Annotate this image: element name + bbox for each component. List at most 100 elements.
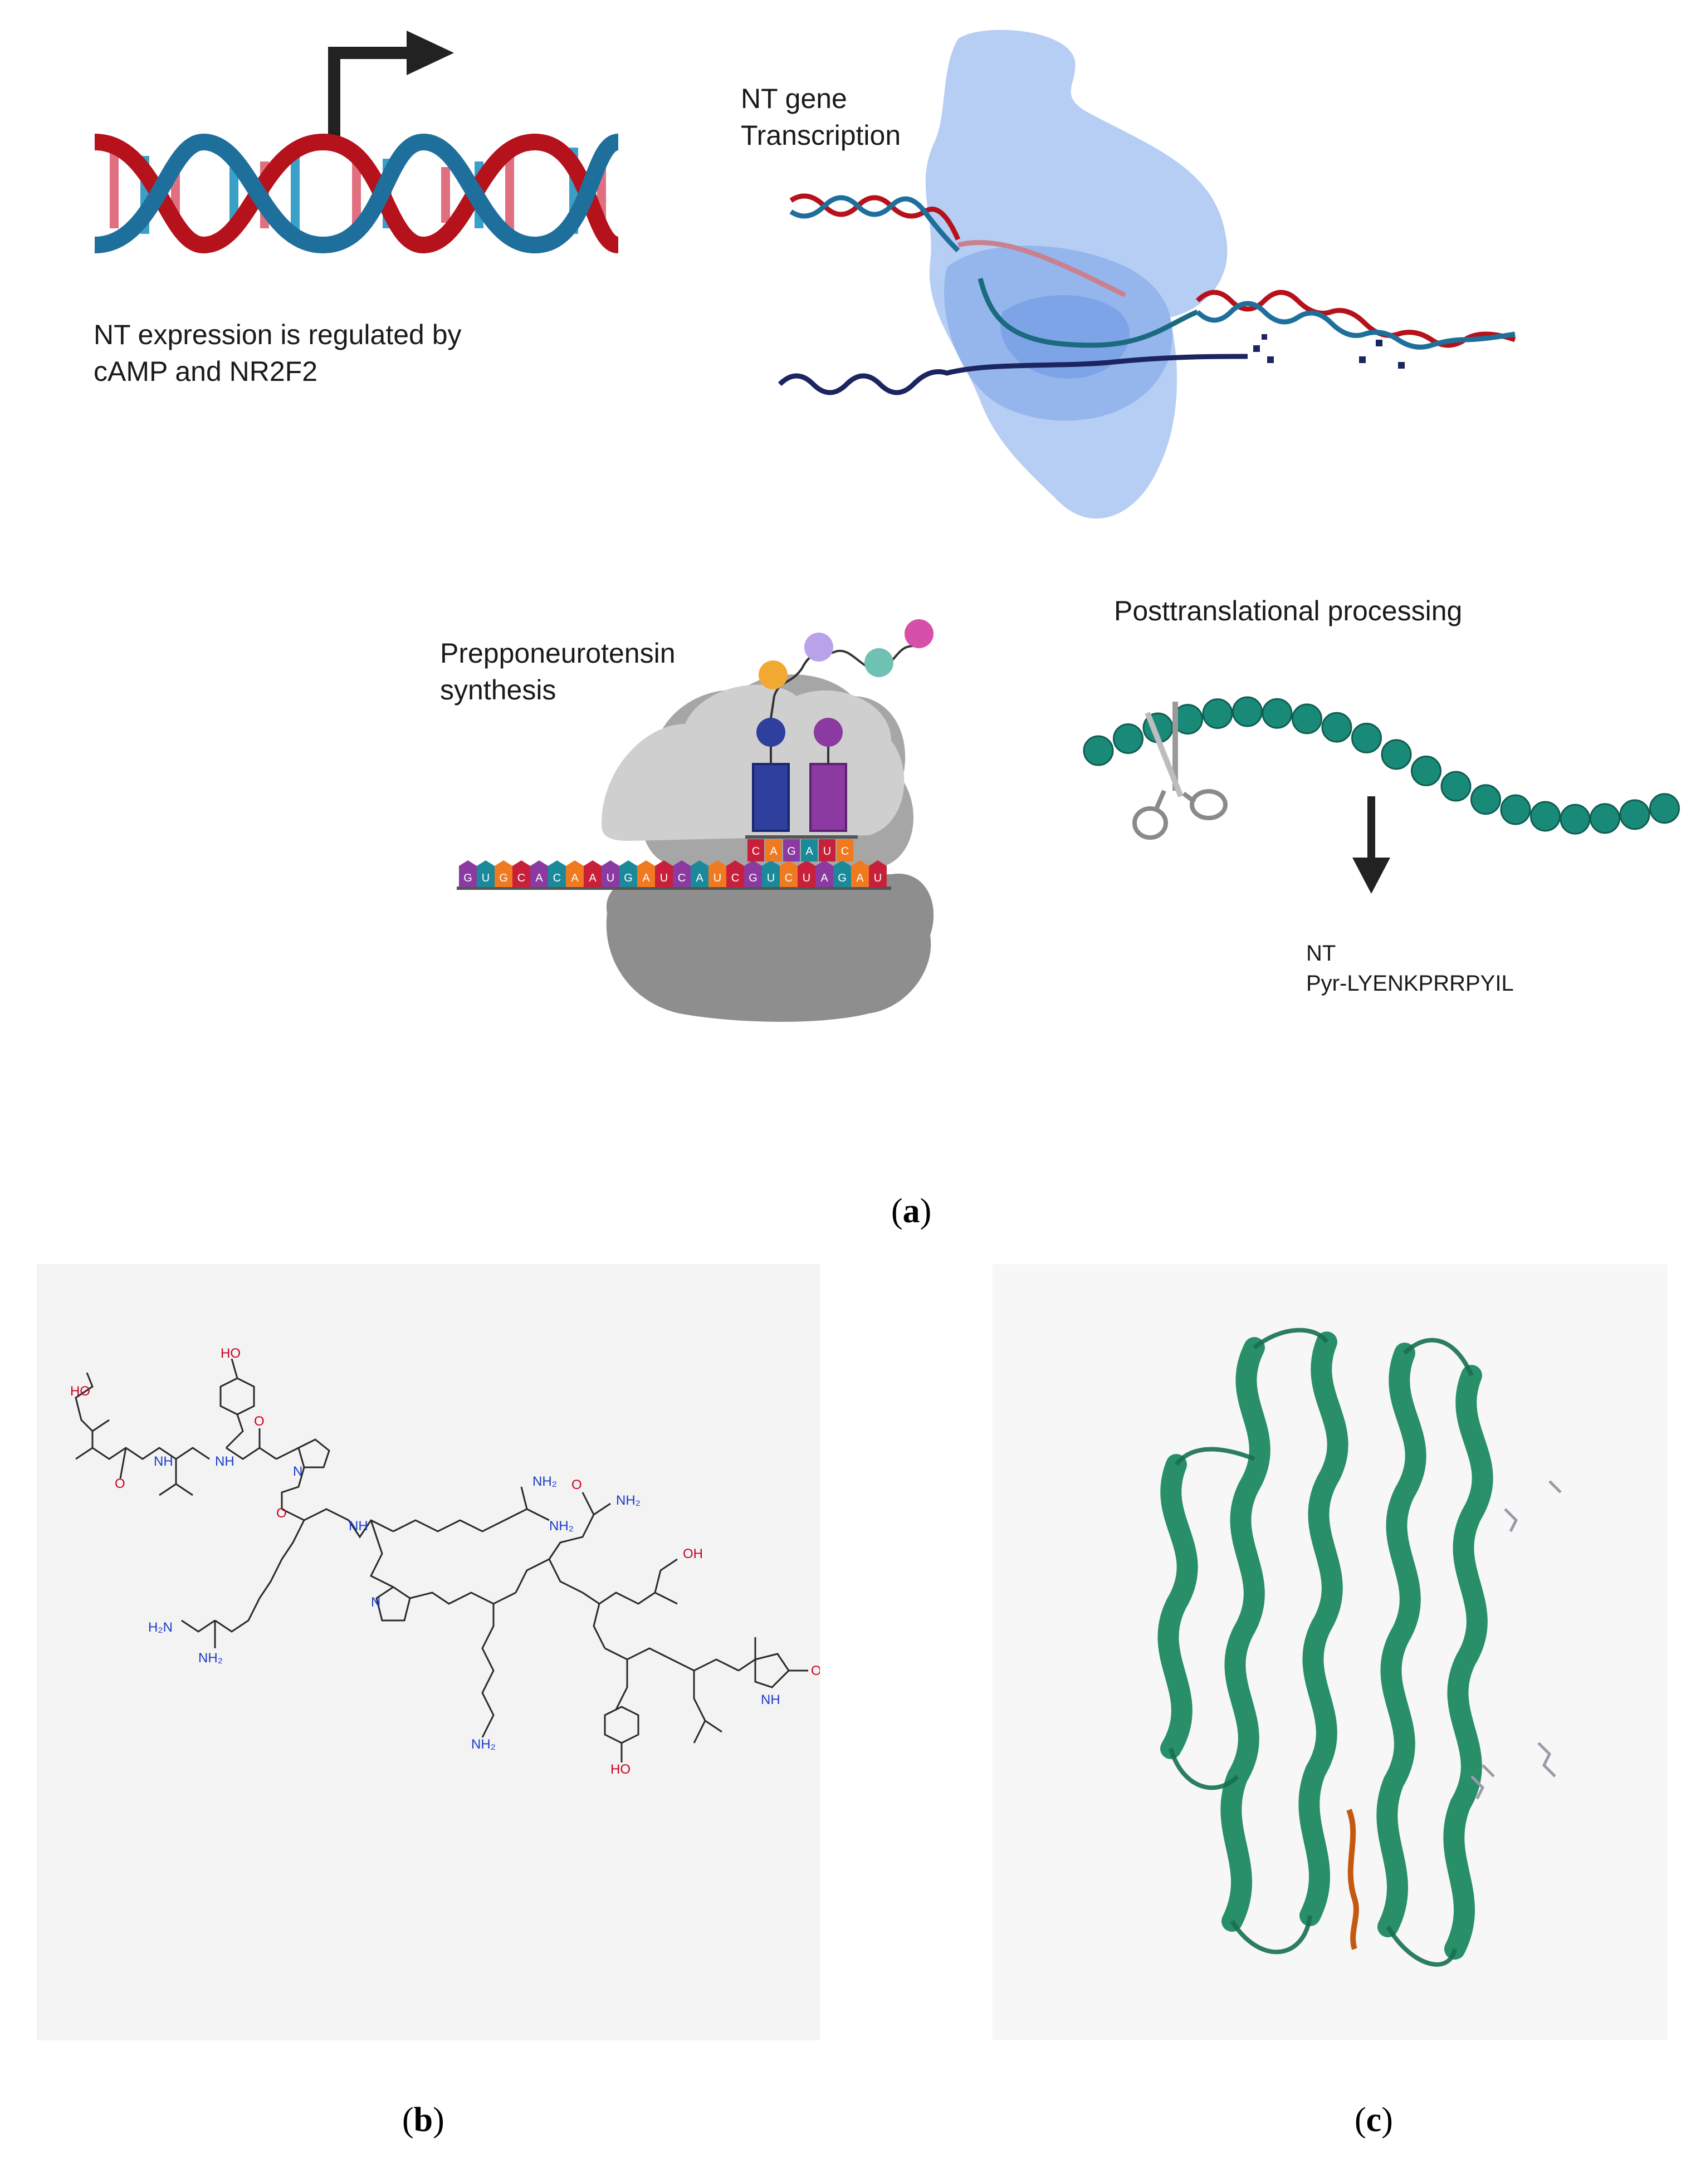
- nucleotides: [1253, 334, 1405, 369]
- codon-nucleotide: [495, 860, 512, 887]
- oxygen-label: O: [811, 1663, 820, 1678]
- codon-letter: C: [517, 872, 525, 884]
- amine-label: H₂N: [148, 1620, 173, 1635]
- codon-letter: U: [713, 872, 721, 884]
- codon-letter: G: [749, 872, 757, 884]
- codon-letter: A: [571, 872, 579, 884]
- codon-nucleotide: [459, 860, 477, 887]
- codon-nucleotide: [673, 860, 691, 887]
- codon-letter: A: [642, 872, 650, 884]
- codon-letter: G: [624, 872, 633, 884]
- oxygen-label: O: [115, 1476, 125, 1491]
- codon-nucleotide: [815, 860, 833, 887]
- codon-letter: C: [553, 872, 561, 884]
- transcription-label-line2: Transcription: [741, 120, 901, 151]
- codon-nucleotide: [744, 860, 762, 887]
- caption-c-letter: c: [1366, 2101, 1382, 2139]
- caption-a: (a): [891, 1192, 932, 1230]
- codon-letter: U: [767, 872, 775, 884]
- codon-letter: C: [731, 872, 739, 884]
- amide-nh-label: NH: [349, 1519, 368, 1534]
- amine-label: NH₂: [549, 1519, 574, 1534]
- anticodon-letter: U: [823, 845, 831, 858]
- trna-left: [752, 718, 790, 832]
- tyrosine-hydroxyl-label: HO: [610, 1762, 631, 1777]
- amino-acid-bead: [1619, 799, 1650, 830]
- scissors-icon: [1132, 702, 1228, 840]
- codon-letter: G: [499, 872, 508, 884]
- tyrosine-hydroxyl-label: HO: [221, 1346, 241, 1361]
- caption-b-letter: b: [413, 2101, 433, 2139]
- transcription-start-arrow: [328, 31, 454, 139]
- codon-nucleotide: [708, 860, 726, 887]
- nitrogen-label: N: [293, 1464, 302, 1479]
- down-arrow: [1352, 796, 1390, 894]
- anticodon-nucleotide: [837, 839, 853, 861]
- amino-acid-bead: [1411, 755, 1441, 786]
- caption-b: (b): [402, 2101, 444, 2139]
- mrna-transcript: [778, 354, 1248, 395]
- anticodon-letter: C: [752, 845, 760, 858]
- codon-letter: C: [785, 872, 793, 884]
- nascent-peptide: [759, 619, 934, 719]
- neurotensin-structure: HO HO O O O NH NH N NH NH₂ NH₂ H₂N NH₂ N…: [70, 1346, 822, 1777]
- anticodon-letter: G: [787, 845, 796, 858]
- product-label-line2: Pyr-LYENKPRRPYIL: [1306, 971, 1514, 996]
- transcription-label-line1: NT gene: [741, 83, 847, 114]
- codon-letter: U: [607, 872, 614, 884]
- anticodon-letter: A: [770, 845, 778, 858]
- codon-nucleotide: [566, 860, 584, 887]
- amino-acid-bead: [1083, 735, 1114, 766]
- amino-acid-bead: [1292, 703, 1322, 734]
- amino-acid-bead: [1113, 723, 1143, 754]
- anticodon-nucleotide: [765, 839, 782, 861]
- amino-acid-bead: [1232, 696, 1263, 727]
- codon-letter: A: [535, 872, 543, 884]
- dna-double-helix: [94, 133, 620, 254]
- anticodon-letter: A: [805, 845, 813, 858]
- anticodon-nucleotide: [819, 839, 835, 861]
- codon-letter: A: [589, 872, 597, 884]
- codon-nucleotide: [619, 860, 637, 887]
- codon-nucleotide: [637, 860, 655, 887]
- codon-nucleotide: [691, 860, 708, 887]
- amino-acid-bead: [1381, 739, 1412, 770]
- amide-nh-label: NH: [154, 1454, 173, 1469]
- synthesis-label-line2: synthesis: [440, 674, 556, 706]
- codon-letter: A: [856, 872, 864, 884]
- amino-acid-bead: [1530, 801, 1561, 832]
- processing-title: Posttranslational processing: [1114, 595, 1463, 626]
- codon-letter: U: [482, 872, 490, 884]
- codon-letter: A: [696, 872, 703, 884]
- hydroxyl-label: HO: [70, 1384, 90, 1399]
- bound-peptide-ligand: [1346, 1809, 1359, 1950]
- amino-acid-bead: [1202, 698, 1233, 729]
- codon-nucleotide: [851, 860, 869, 887]
- receptor-ribbon-model: [1157, 1328, 1562, 1967]
- codon-nucleotide: [780, 860, 798, 887]
- amino-acid-bead: [1470, 784, 1501, 815]
- anticodon-nucleotide: [801, 839, 818, 861]
- codon-nucleotide: [530, 860, 548, 887]
- amino-acid-bead: [1590, 803, 1620, 834]
- codon-nucleotide: [726, 860, 744, 887]
- anticodon-nucleotide: [747, 839, 764, 861]
- amino-acid-bead: [1262, 698, 1293, 729]
- codon-nucleotide: [512, 860, 530, 887]
- caption-a-letter: a: [902, 1192, 920, 1230]
- amino-acid-bead: [1500, 794, 1531, 825]
- amine-label: NH₂: [532, 1474, 557, 1489]
- oxygen-label: O: [254, 1414, 265, 1429]
- amide-nh-label: NH: [215, 1454, 234, 1469]
- amino-acid-bead: [1321, 712, 1352, 743]
- codon-letter: U: [874, 872, 882, 884]
- regulation-text-line2: cAMP and NR2F2: [94, 356, 318, 387]
- amino-acid-bead: [1440, 771, 1472, 802]
- oxygen-label: O: [276, 1506, 287, 1521]
- acid-oh-label: OH: [683, 1546, 703, 1561]
- rna-polymerase: [925, 30, 1228, 519]
- amino-acid-bead: [1351, 722, 1382, 753]
